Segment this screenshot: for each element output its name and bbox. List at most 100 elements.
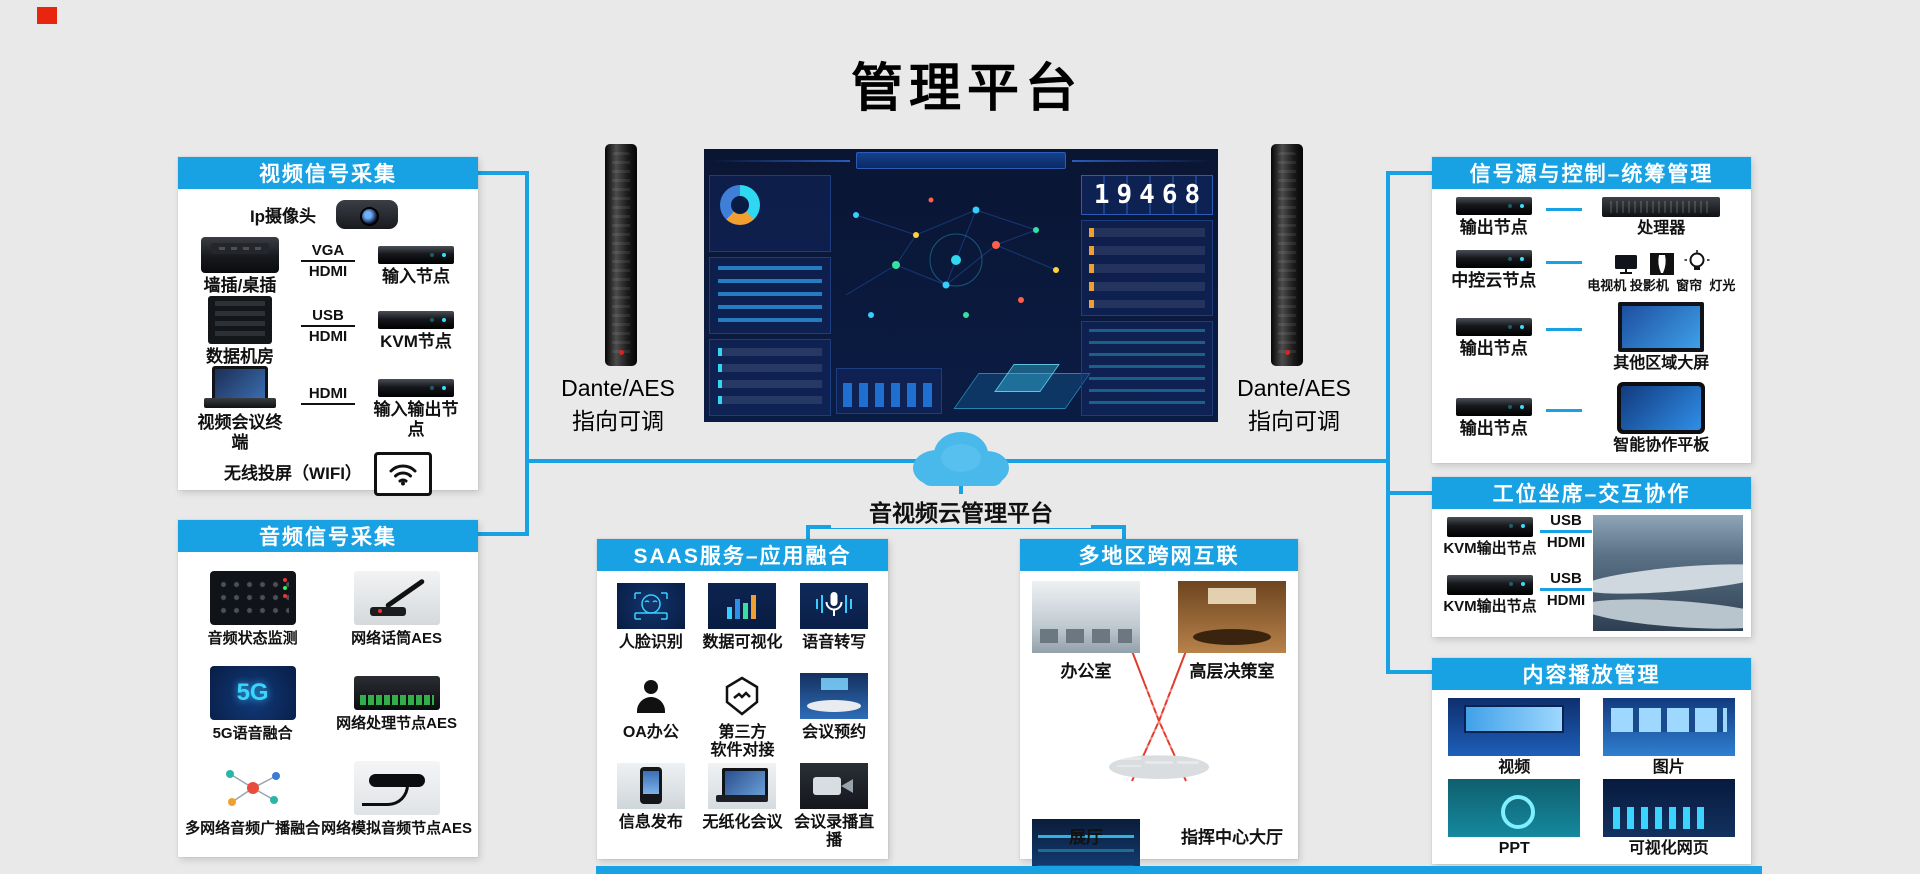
row-wireless-cast: 无线投屏（WIFI） (188, 452, 468, 497)
link-line (1545, 208, 1582, 212)
kvm-output-node-icon (1447, 575, 1533, 595)
connection-line (301, 260, 355, 263)
ip-camera-icon (328, 197, 406, 237)
connection-line (1540, 587, 1592, 591)
processor-label: 处理器 (1637, 219, 1686, 237)
saas-item: 信息发布 (605, 763, 697, 853)
wall-plate-label: 墙插/桌插 (203, 276, 277, 295)
connection-usb-hdmi: USB HDMI (1538, 512, 1594, 551)
dashboard-iso-platform (956, 354, 1096, 414)
saas-item: 语音转写 (788, 583, 880, 673)
map-graphic (845, 197, 1059, 318)
wall-plate-icon (201, 237, 279, 273)
info-publishing-icon (616, 763, 685, 809)
connector-line (525, 171, 529, 536)
content-item: 视频 (1442, 698, 1587, 779)
saas-item-label: OA办公 (622, 724, 679, 741)
connector-line (1388, 491, 1434, 495)
other-area-screen-label: 其他区域大屏 (1613, 355, 1710, 373)
oa-office-icon (616, 673, 685, 719)
column-speaker-left (605, 144, 637, 366)
output-node-label: 输出节点 (1459, 419, 1528, 439)
central-control-node-label: 中控云节点 (1451, 271, 1537, 291)
wifi-icon (373, 452, 432, 497)
tv-icon (1615, 255, 1638, 275)
audio-item: 网络话筒AES (321, 562, 472, 657)
exhibition-hall-photo (1032, 819, 1140, 874)
broadcast-network-icon (209, 761, 296, 816)
link-line (1545, 328, 1582, 332)
link-line (1545, 260, 1582, 264)
panel-content-play-title: 内容播放管理 (1432, 658, 1751, 690)
saas-item: 数据可视化 (697, 583, 789, 673)
panel-workstation: 工位坐席–交互协作 KVM输出节点 USB HDMI KVM输出节点 (1432, 477, 1751, 637)
ip-camera-label: Ip摄像头 (249, 207, 317, 227)
panel-audio-capture: 音频信号采集 音频状态监测 网络话筒AES 5G 5G语音融合 网络处理节点AE… (178, 520, 478, 857)
input-node-label: 输入节点 (382, 267, 450, 286)
wireless-cast-label: 无线投屏（WIFI） (224, 464, 362, 484)
office-photo (1032, 581, 1140, 653)
link-line (1545, 408, 1582, 412)
panel-saas-title: SAAS服务–应用融合 (597, 539, 888, 571)
panel-signal-control-title: 信号源与控制–统筹管理 (1432, 157, 1751, 189)
dante-label: Dante/AES (1237, 375, 1351, 401)
5g-badge: 5G (236, 679, 269, 707)
panel-workstation-title: 工位坐席–交互协作 (1432, 477, 1751, 509)
connector-line (1388, 171, 1434, 175)
connection-hdmi: HDMI (297, 385, 359, 423)
connector-line (478, 171, 527, 175)
red-corner-mark (37, 7, 57, 24)
content-item: 图片 (1597, 698, 1742, 779)
web-visualization-label: 可视化网页 (1628, 840, 1709, 857)
dashboard-bottom-bars (836, 368, 942, 414)
boardroom-photo (1178, 581, 1286, 653)
audio-item: 5G 5G语音融合 (184, 657, 321, 752)
panel-signal-control: 信号源与控制–统筹管理 输出节点 处理器 中控云节点 (1432, 157, 1751, 463)
content-item: PPT (1442, 779, 1587, 860)
audio-item-label: 网络话筒AES (351, 630, 442, 648)
dashboard-rank-list (1081, 220, 1213, 316)
kvm-output-node-icon (1447, 517, 1533, 537)
audio-monitor-icon (209, 571, 296, 626)
connector-line (1388, 670, 1434, 674)
third-party-integration-icon (708, 673, 777, 719)
web-visualization-photo (1602, 779, 1735, 837)
ppt-label: PPT (1498, 840, 1530, 857)
row-ip-camera: Ip摄像头 (188, 197, 468, 237)
data-visualization-icon (708, 583, 777, 629)
speaker-label-left: Dante/AES 指向可调 (520, 372, 716, 439)
video-label: 视频 (1498, 759, 1531, 776)
smart-board-icon (1617, 381, 1706, 434)
saas-item: 会议预约 (788, 673, 880, 763)
server-rack-icon (208, 295, 272, 344)
command-center-label: 指挥中心大厅 (1181, 828, 1283, 847)
output-node-label: 输出节点 (1459, 338, 1528, 358)
saas-item-label: 信息发布 (618, 814, 683, 831)
office-label: 办公室 (1060, 662, 1112, 681)
audio-processor-icon (353, 676, 440, 711)
signal-row-big-screen: 输出节点 其他区域大屏 (1442, 302, 1741, 373)
meeting-booking-icon (800, 673, 869, 719)
cloud-platform-label: 音视频云管理平台 (831, 494, 1091, 528)
picture-photo (1602, 698, 1735, 756)
picture-label: 图片 (1652, 759, 1685, 776)
conn-label-bottom: HDMI (308, 263, 348, 281)
paperless-meeting-icon (708, 763, 777, 809)
signal-row-devices: 中控云节点 (1442, 246, 1741, 294)
row-wall-plate: 墙插/桌插 VGA HDMI 输入节点 (188, 237, 468, 296)
page-title: 管理平台 (850, 60, 1083, 118)
steerable-label: 指向可调 (572, 408, 664, 435)
saas-item: 第三方软件对接 (697, 673, 789, 763)
cloud-icon (913, 432, 1009, 486)
saas-item-label: 语音转写 (802, 634, 867, 651)
dashboard-map-area (836, 175, 1076, 345)
voice-transcription-icon (800, 583, 869, 629)
kvm-output-node-label: KVM输出节点 (1443, 540, 1537, 557)
output-node-icon (1455, 317, 1532, 336)
connector-line (1386, 171, 1390, 674)
audio-item-label: 网络处理节点AES (336, 715, 457, 733)
connection-line (301, 324, 355, 327)
signal-row-processor: 输出节点 处理器 (1442, 196, 1741, 238)
conn-label-bottom: HDMI (1546, 591, 1586, 609)
row-vc-terminal: 视频会议终端 HDMI 输入输出节点 (188, 366, 468, 452)
